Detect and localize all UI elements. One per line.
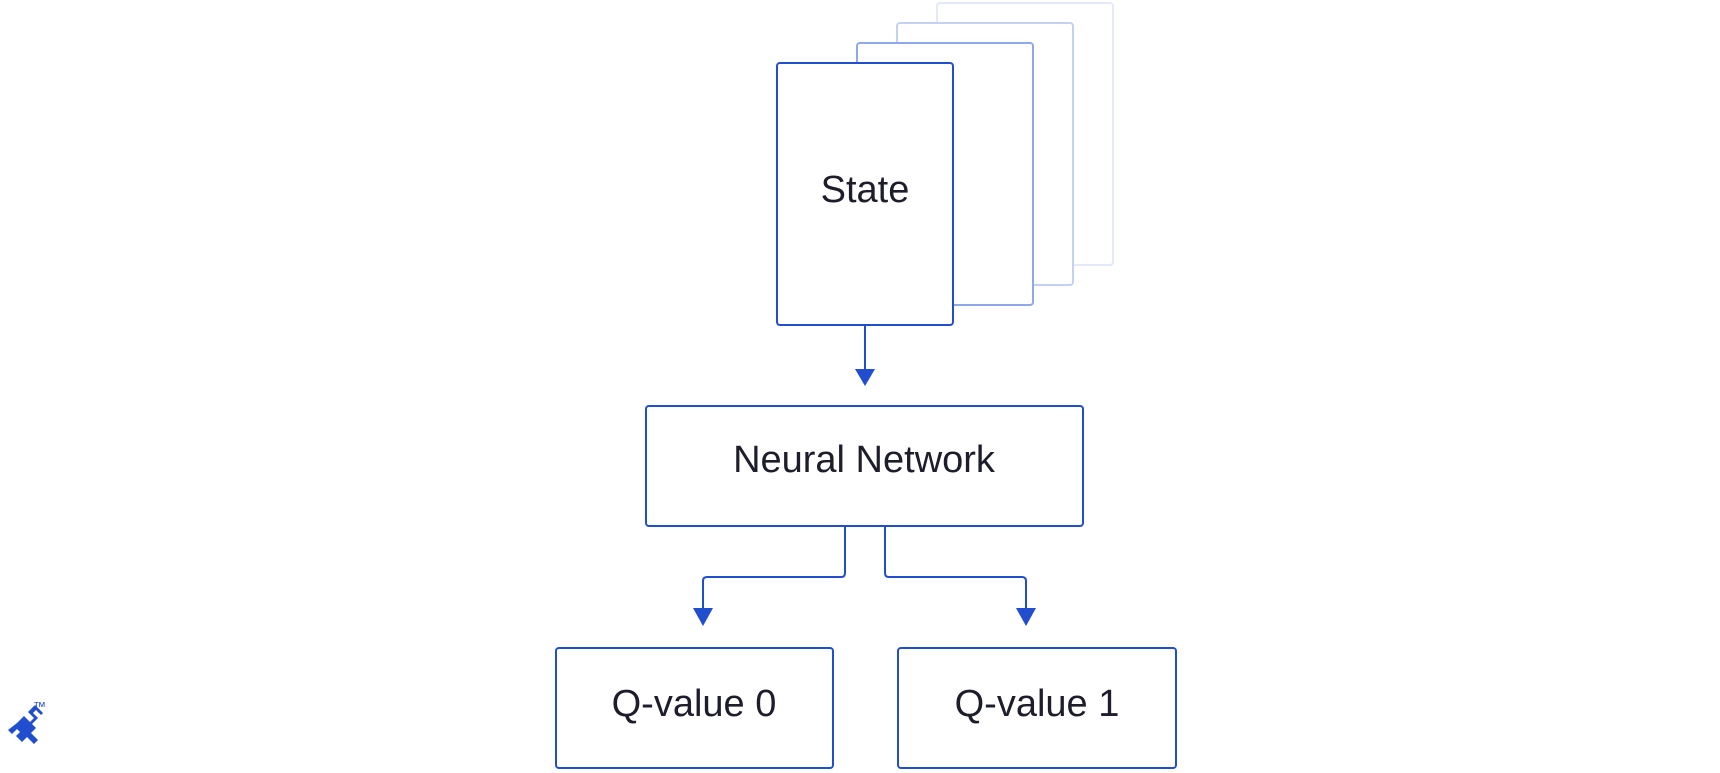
arrowhead-icon — [693, 608, 713, 626]
toptal-logo-icon — [8, 705, 43, 744]
connector-line — [884, 526, 1027, 610]
edge-state-to-network — [855, 325, 875, 386]
connector-line — [702, 526, 846, 610]
neural-network-box — [645, 405, 1084, 527]
q-value-1-box — [897, 647, 1177, 769]
q-value-1-label: Q-value 1 — [955, 683, 1120, 725]
arrowhead-icon — [855, 369, 875, 386]
q-value-0-node: Q-value 0 — [555, 647, 834, 769]
edge-network-to-q1 — [884, 526, 1036, 626]
neural-network-node: Neural Network — [645, 405, 1084, 527]
state-label: State — [821, 169, 910, 211]
trademark-symbol: ™ — [33, 699, 46, 714]
brand-logo: ™ — [8, 699, 46, 744]
arrowhead-icon — [1016, 608, 1036, 626]
q-value-0-label: Q-value 0 — [612, 683, 777, 725]
neural-network-label: Neural Network — [733, 439, 996, 481]
edge-network-to-q0 — [693, 526, 846, 626]
q-value-1-node: Q-value 1 — [897, 647, 1177, 769]
state-stack: State — [776, 2, 1114, 326]
q-value-0-box — [555, 647, 834, 769]
